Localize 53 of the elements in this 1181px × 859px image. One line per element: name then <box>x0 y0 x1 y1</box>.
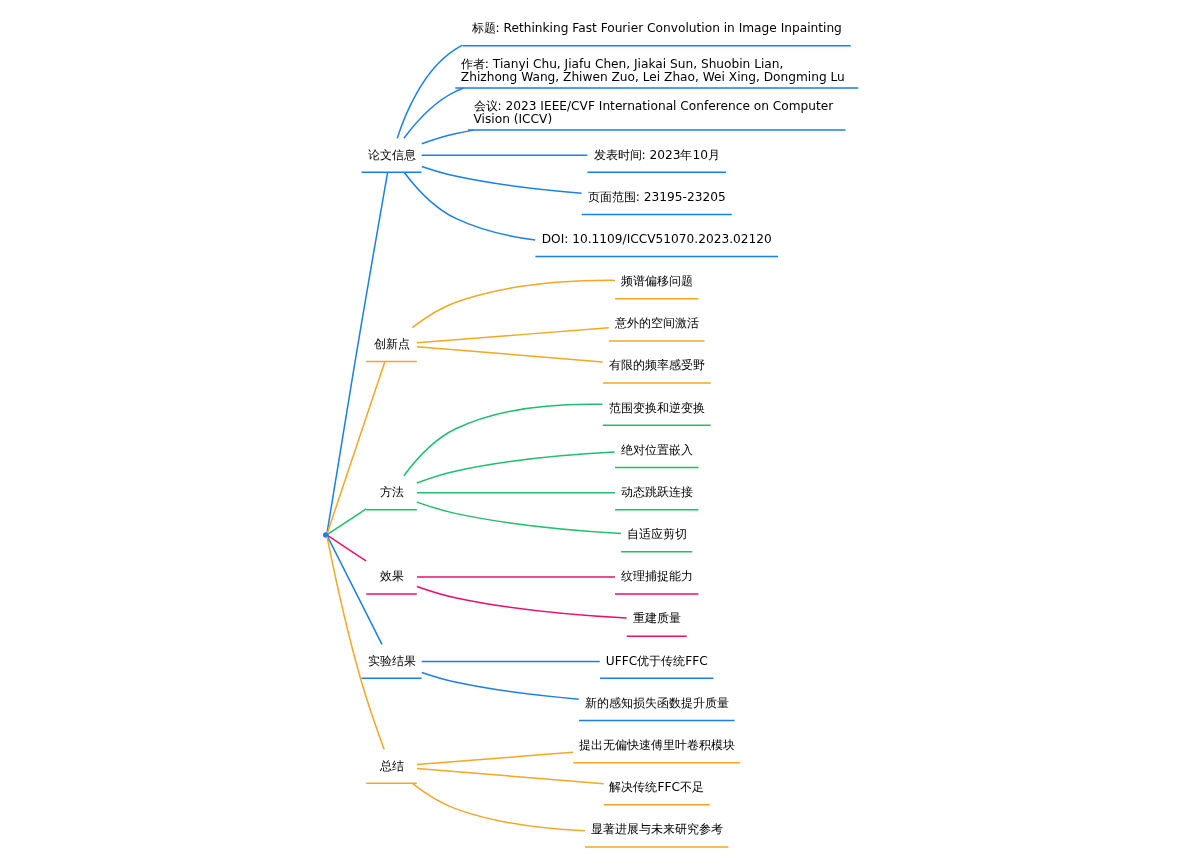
node-text: 解决传统FFC不足 <box>609 780 704 795</box>
connector <box>403 171 536 241</box>
connector <box>420 129 474 145</box>
node-text: UFFC优于传统FFC <box>605 653 708 668</box>
node-text: 重建质量 <box>632 611 681 626</box>
connector <box>420 660 601 663</box>
connector <box>326 508 367 535</box>
connector <box>420 154 588 157</box>
connector <box>411 782 586 832</box>
node-text: 范围变换和逆变换 <box>608 400 705 415</box>
node-text: 提出无偏快速傅里叶卷积模块 <box>578 737 735 752</box>
node-text: 自适应剪切 <box>626 527 687 542</box>
node-text: 作者: Tianyi Chu, Jiafu Chen, Jiakai Sun, Shuobin Lian, Zhizhong Wang, Zhiwen Zuo, Lei Zhao, Wei Xing, Dongming Lu <box>460 56 845 84</box>
node-text: 绝对位置嵌入 <box>620 442 693 457</box>
node-text: 标题: Rethinking Fast Fourier Convolution in Image Inpainting <box>471 21 842 36</box>
connector <box>325 171 388 534</box>
connector <box>415 492 616 494</box>
node-text: 创新点 <box>373 336 410 351</box>
connector <box>395 44 463 140</box>
node-text: 显著进展与未来研究参考 <box>590 822 723 837</box>
node-text: 实验结果 <box>367 653 416 668</box>
connector <box>415 767 604 785</box>
node-text: 效果 <box>379 569 404 584</box>
connector <box>325 535 385 751</box>
node-text: 新的感知损失函数提升质量 <box>584 695 729 710</box>
connector <box>415 751 574 766</box>
node-text: 有限的频率感受野 <box>608 358 705 373</box>
connector <box>411 279 616 329</box>
node-text: 总结 <box>379 758 404 773</box>
connector <box>326 361 386 535</box>
connector <box>402 87 464 140</box>
node-text: 动态跳跃连接 <box>620 484 693 499</box>
connector <box>420 671 580 700</box>
node-text: 纹理捕捉能力 <box>620 569 693 584</box>
connector <box>402 403 603 477</box>
connector <box>326 535 383 646</box>
connector <box>415 345 603 363</box>
node-text: 会议: 2023 IEEE/CVF International Conference on Computer Vision (ICCV) <box>473 98 833 126</box>
connector <box>415 501 622 535</box>
connector <box>415 576 616 578</box>
node-text: 论文信息 <box>367 147 416 162</box>
node-text: DOI: 10.1109/ICCV51070.2023.02120 <box>541 231 772 246</box>
node-text: 意外的空间激活 <box>614 316 699 331</box>
node-point <box>322 532 329 538</box>
node-text: 频谱偏移问题 <box>620 274 693 289</box>
node-text: 方法 <box>379 484 404 499</box>
node-text: 发表时间: 2023年10月 <box>593 147 720 162</box>
connector <box>415 327 609 344</box>
connector <box>415 451 615 484</box>
connector <box>415 585 627 619</box>
connector <box>420 165 582 195</box>
connector <box>326 534 367 562</box>
node-text: 页面范围: 23195-23205 <box>587 189 726 204</box>
